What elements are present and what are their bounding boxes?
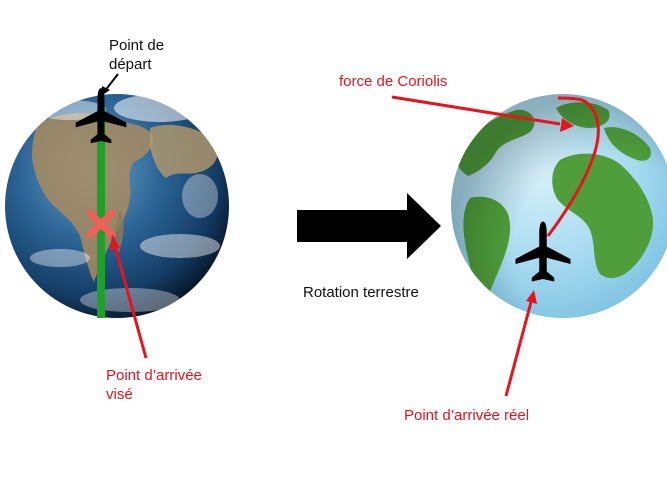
label-rotation-terrestre: Rotation terrestre bbox=[303, 284, 419, 301]
arrow-icon bbox=[391, 95, 574, 132]
label-line: visé bbox=[106, 386, 133, 403]
continent-africa bbox=[32, 113, 153, 282]
label-force-de-coriolis: force de Coriolis bbox=[339, 73, 448, 90]
continent-asia bbox=[150, 124, 219, 178]
label-point-de-depart: Point de départ bbox=[109, 36, 164, 74]
label-line: Point de bbox=[109, 37, 165, 54]
label-line: départ bbox=[109, 56, 152, 73]
label-line: Point d’arrivée bbox=[106, 367, 202, 384]
rotation-arrow bbox=[297, 193, 441, 259]
arrow-icon bbox=[110, 234, 148, 359]
deviated-path-line bbox=[546, 96, 600, 237]
earth-globe-left bbox=[5, 88, 229, 318]
earth-globe-right bbox=[451, 94, 667, 318]
arrow-icon bbox=[101, 73, 119, 96]
label-point-arrivee-vise: Point d’arrivée visé bbox=[106, 366, 202, 404]
arrow-icon bbox=[504, 290, 537, 397]
label-point-arrivee-reel: Point d’arrivée réel bbox=[404, 407, 530, 424]
x-mark-icon bbox=[86, 209, 116, 239]
planned-path-line bbox=[97, 108, 105, 318]
